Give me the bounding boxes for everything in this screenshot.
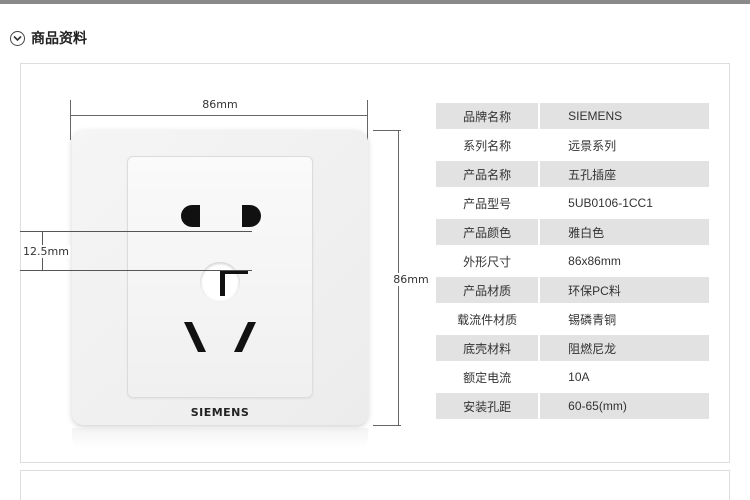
- top-divider: [0, 0, 750, 4]
- width-dimension-label: 86mm: [190, 98, 250, 111]
- spec-row: 产品颜色雅白色: [436, 219, 709, 245]
- spec-key: 产品颜色: [436, 219, 539, 245]
- height-dimension-tick-top: [373, 130, 401, 131]
- spec-row: 载流件材质锡磷青铜: [436, 306, 709, 332]
- spec-row: 系列名称远景系列: [436, 132, 709, 158]
- center-pin-slot-top: [220, 270, 248, 274]
- spec-key: 产品材质: [436, 277, 539, 303]
- spec-value: 锡磷青铜: [540, 306, 709, 332]
- spec-key: 品牌名称: [436, 103, 539, 129]
- width-dimension-tick-right: [367, 100, 368, 140]
- center-pin-slot: [220, 270, 225, 296]
- spec-value: 五孔插座: [540, 161, 709, 187]
- spec-value: 雅白色: [540, 219, 709, 245]
- section-title: 商品资料: [31, 31, 87, 47]
- spec-value: 60-65(mm): [540, 393, 709, 419]
- spec-key: 外形尺寸: [436, 248, 539, 274]
- spec-key: 额定电流: [436, 364, 539, 390]
- spec-value: 86x86mm: [540, 248, 709, 274]
- height-dimension-tick-bottom: [373, 425, 401, 426]
- spacing-marker-top: [20, 231, 252, 232]
- width-dimension-line: [70, 115, 368, 116]
- spec-key: 载流件材质: [436, 306, 539, 332]
- spec-key: 产品名称: [436, 161, 539, 187]
- chevron-down-icon[interactable]: [10, 30, 25, 46]
- spec-value: SIEMENS: [540, 103, 709, 129]
- plate-brand-logo: SIEMENS: [190, 406, 250, 419]
- spec-value: 远景系列: [540, 132, 709, 158]
- spec-value: 阻燃尼龙: [540, 335, 709, 361]
- spec-row: 产品名称五孔插座: [436, 161, 709, 187]
- height-dimension-label: 86mm: [388, 273, 434, 286]
- spec-key: 产品型号: [436, 190, 539, 216]
- width-dimension-tick-left: [70, 100, 71, 140]
- spec-row: 底壳材料阻燃尼龙: [436, 335, 709, 361]
- spec-key: 安装孔距: [436, 393, 539, 419]
- spacing-marker-bottom: [20, 270, 252, 271]
- spec-value: 环保PC料: [540, 277, 709, 303]
- spec-row: 产品材质环保PC料: [436, 277, 709, 303]
- section-header[interactable]: 商品资料: [10, 28, 87, 48]
- spec-key: 系列名称: [436, 132, 539, 158]
- next-panel-edge: [20, 470, 730, 500]
- spec-key: 底壳材料: [436, 335, 539, 361]
- spec-value: 10A: [540, 364, 709, 390]
- spacing-label: 12.5mm: [22, 245, 70, 258]
- spec-value: 5UB0106-1CC1: [540, 190, 709, 216]
- plate-reflection: [72, 428, 368, 448]
